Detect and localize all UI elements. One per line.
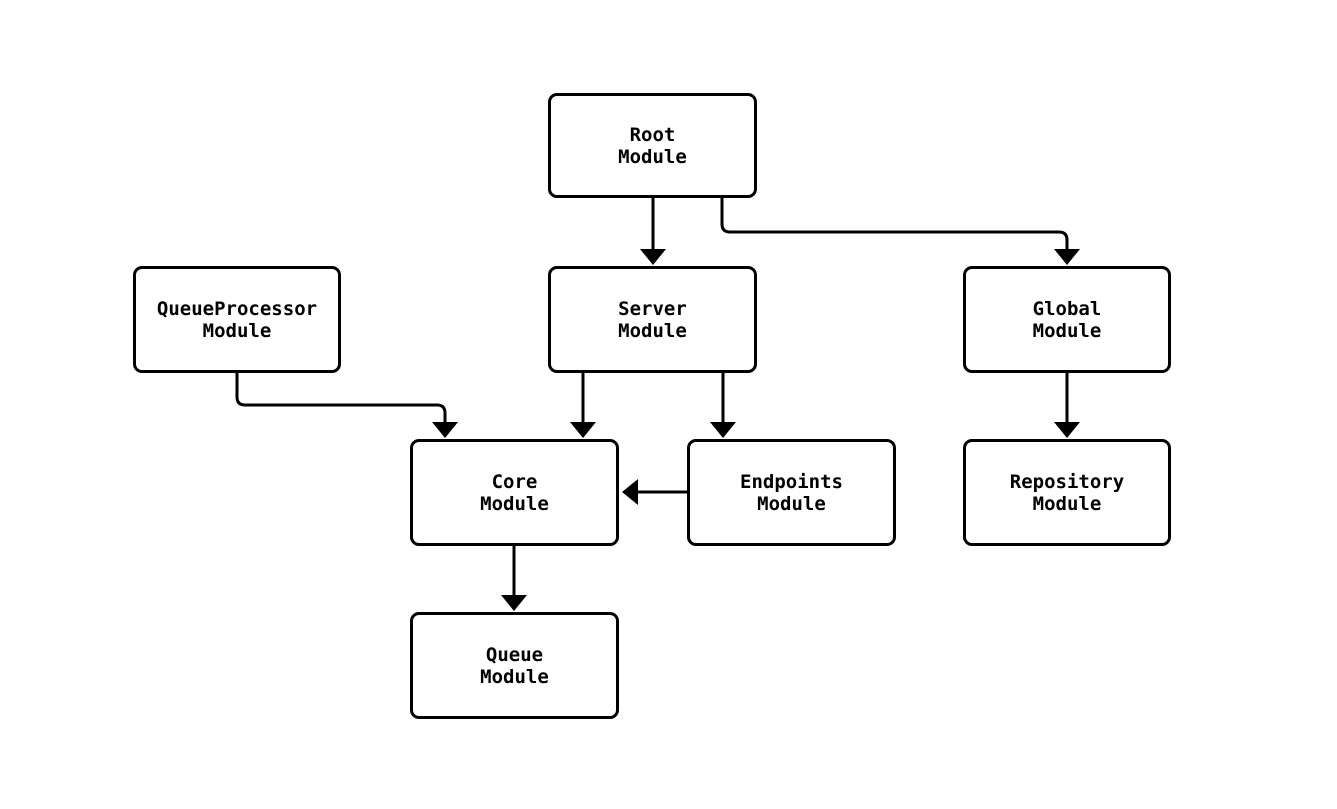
edge-server-to-core	[570, 373, 596, 438]
node-label-line: Server	[618, 297, 687, 320]
node-label-line: Module	[757, 492, 826, 515]
edge-root-to-global	[720, 198, 1080, 265]
edge-server-to-endpoints	[710, 373, 736, 438]
node-label-line: Endpoints	[740, 470, 843, 493]
node-label-line: Global	[1032, 297, 1102, 320]
node-label-line: Core	[491, 470, 538, 493]
node-label-line: Root	[629, 123, 676, 146]
node-queue-module: Queue Module	[410, 612, 619, 719]
edge-endpoints-to-core	[622, 479, 687, 505]
node-endpoints-module: Endpoints Module	[687, 439, 896, 546]
node-label-line: Module	[1032, 492, 1102, 515]
node-root-module: Root Module	[548, 93, 757, 198]
node-label-line: Module	[480, 492, 549, 515]
node-label-line: QueueProcessor	[156, 297, 318, 320]
node-label-line: Module	[1032, 319, 1102, 342]
node-label-line: Repository	[1009, 470, 1125, 493]
edge-core-to-queue	[501, 546, 527, 611]
node-label-line: Queue	[485, 643, 544, 666]
edge-queueprocessor-to-core	[235, 373, 458, 438]
node-queueprocessor-module: QueueProcessor Module	[133, 266, 341, 373]
edge-global-to-repository	[1054, 373, 1080, 438]
node-server-module: Server Module	[548, 266, 757, 373]
node-label-line: Module	[618, 319, 687, 342]
node-label-line: Module	[202, 319, 272, 342]
node-label-line: Module	[618, 145, 687, 168]
node-global-module: Global Module	[963, 266, 1171, 373]
node-repository-module: Repository Module	[963, 439, 1171, 546]
node-label-line: Module	[480, 665, 549, 688]
edge-root-to-server	[640, 198, 666, 265]
node-core-module: Core Module	[410, 439, 619, 546]
